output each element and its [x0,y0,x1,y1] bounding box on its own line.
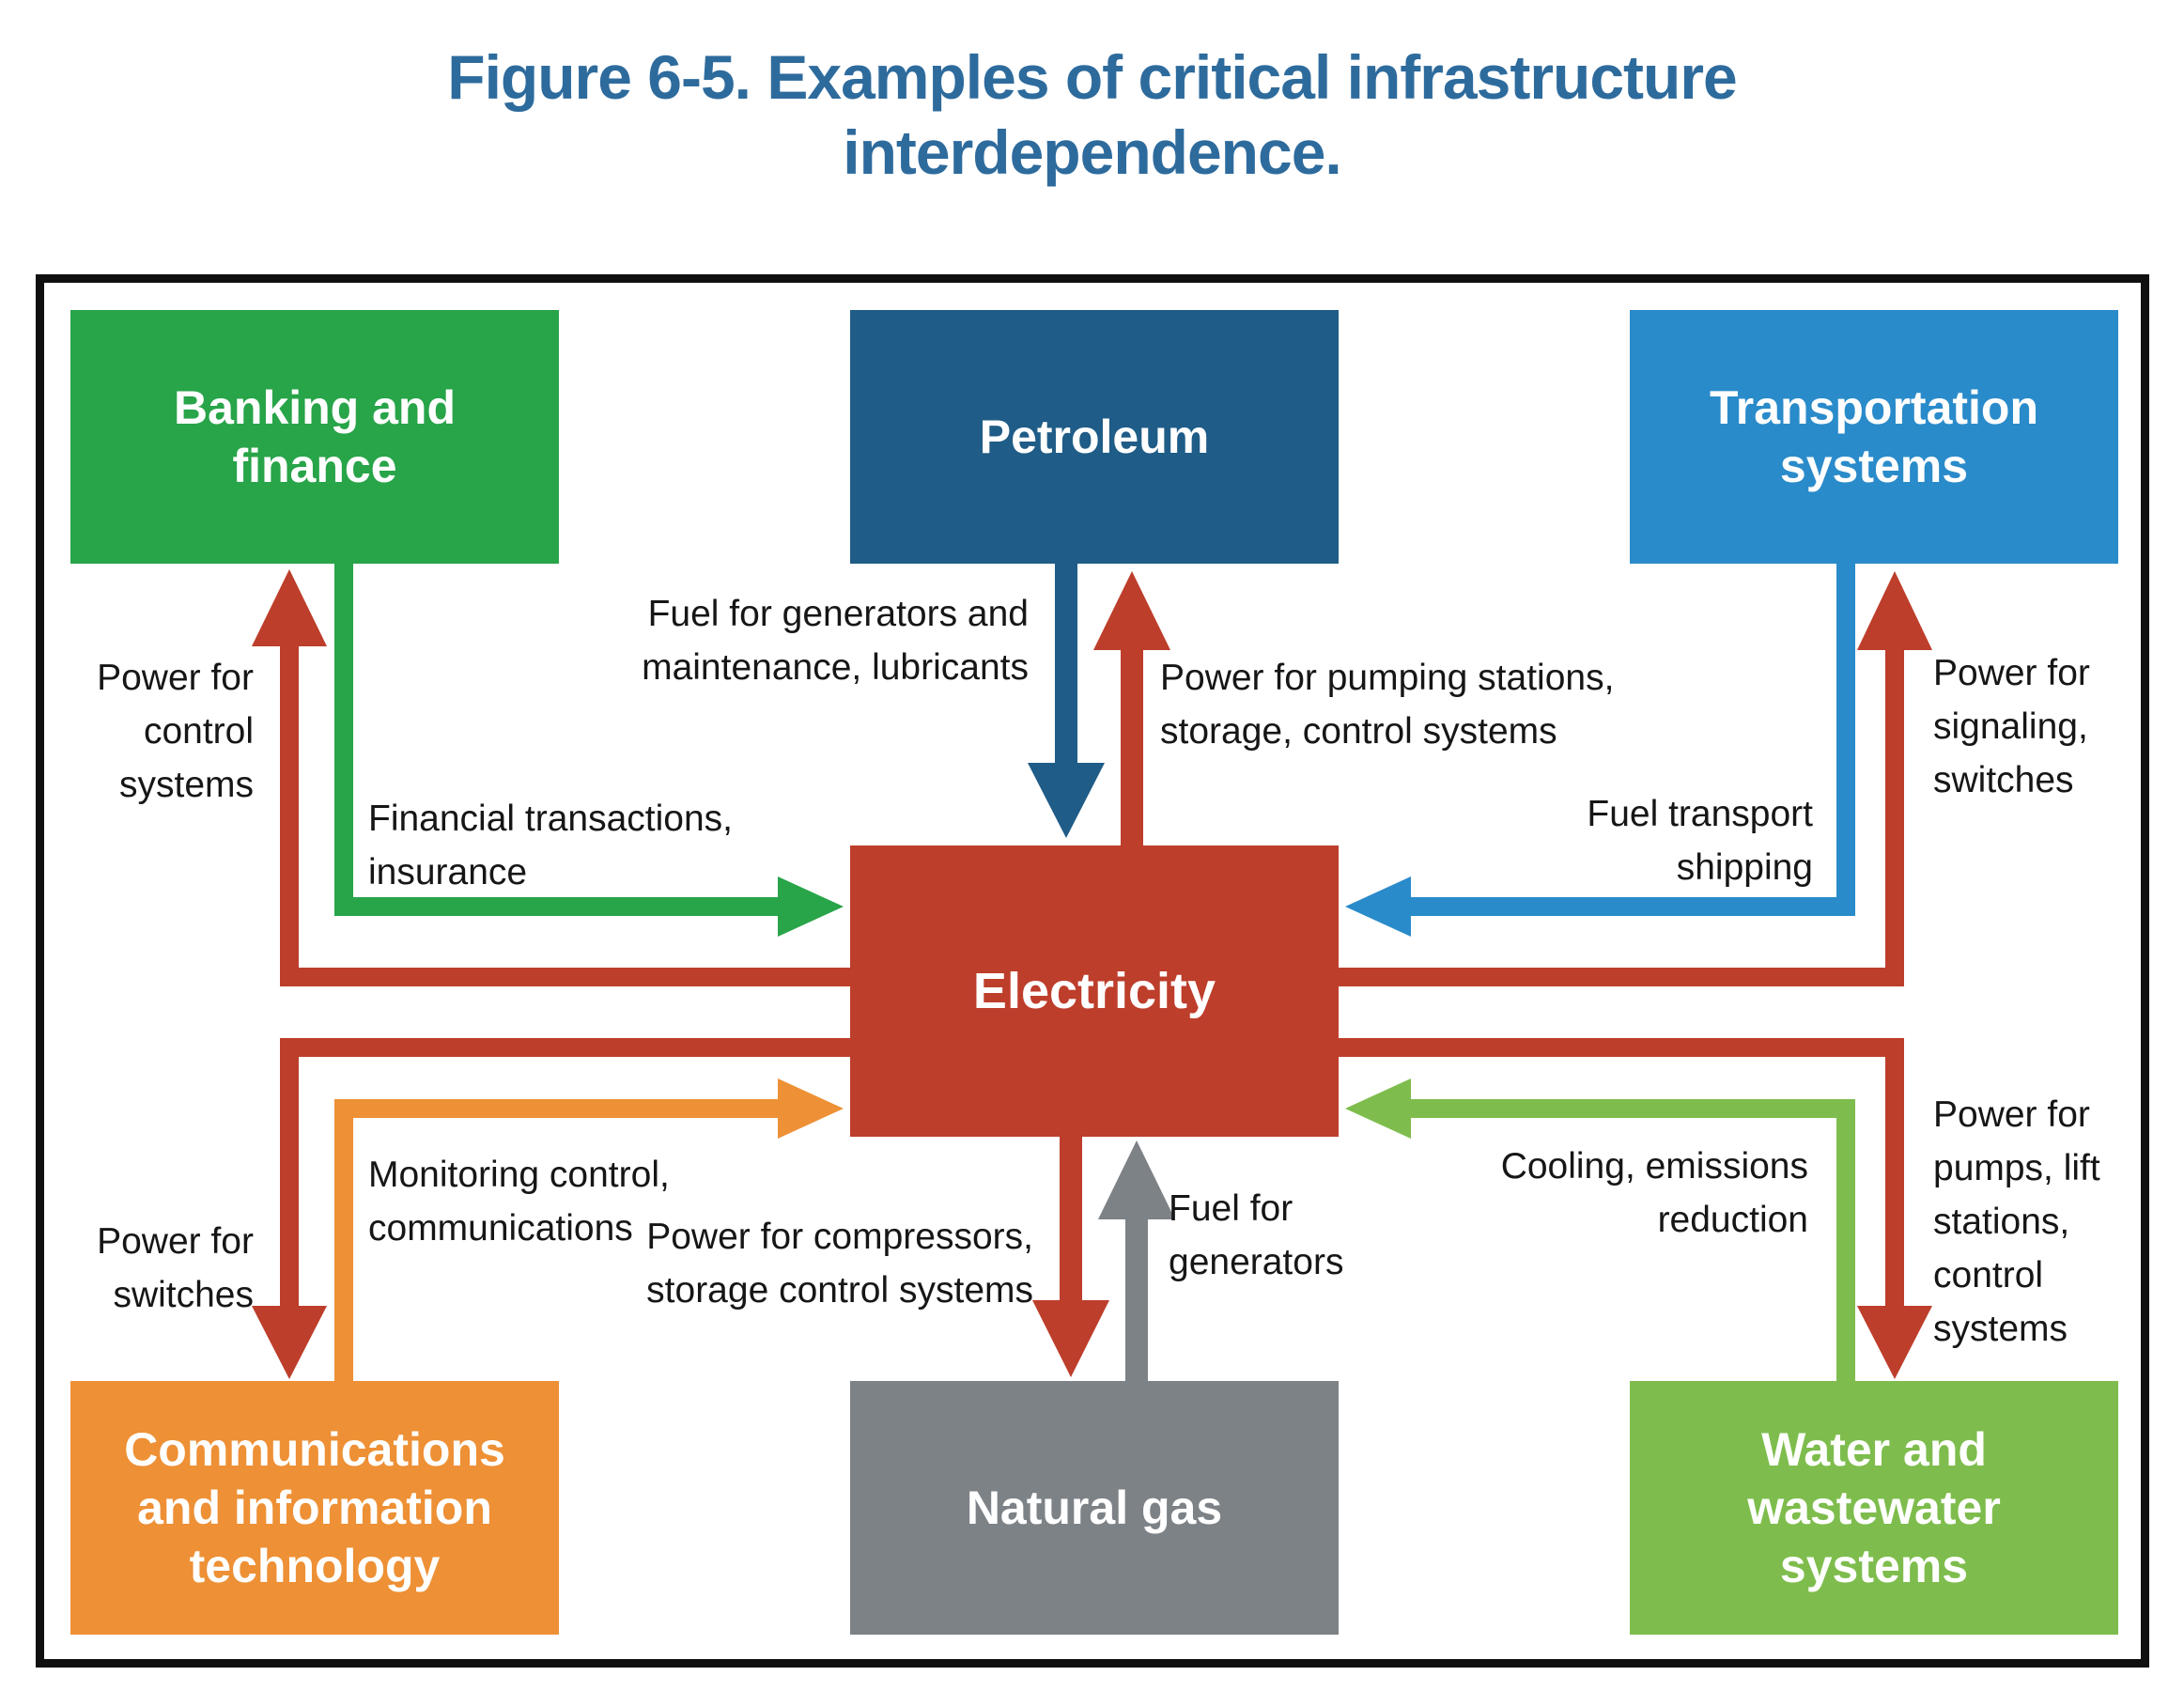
edge-label-fuel-transport-shipping: Fuel transport shipping [1587,794,1813,888]
node-communications-label: Communications and information technolog… [124,1423,505,1592]
node-natural-gas-label: Natural gas [966,1482,1223,1534]
edge-label-monitoring-control-communications: Monitoring control, communications [368,1155,670,1249]
node-transportation-systems: Transportation systems [1630,310,2118,564]
arrow-electricity-to-natural-gas [1032,1137,1109,1377]
edge-label-power-for-pumping-stations: Power for pumping stations, storage, con… [1160,658,1615,752]
node-petroleum-label: Petroleum [979,411,1210,463]
figure-title: Figure 6-5. Examples of critical infrast… [447,42,1737,187]
node-communications-and-it: Communications and information technolog… [70,1381,559,1635]
edge-label-power-for-switches: Power for switches [97,1221,254,1315]
arrow-natural-gas-to-electricity [1098,1140,1175,1381]
arrow-electricity-to-communications [252,1038,850,1379]
node-petroleum: Petroleum [850,310,1339,564]
edge-label-financial-transactions: Financial transactions, insurance [368,799,734,892]
arrow-banking-to-electricity [334,564,844,937]
node-banking-label: Banking and finance [173,381,457,492]
node-electricity: Electricity [850,846,1339,1137]
arrow-water-to-electricity [1345,1078,1855,1381]
arrow-transportation-to-electricity [1345,564,1855,937]
node-water-label: Water and wastewater systems [1747,1423,2001,1592]
edge-label-fuel-for-generators-maintenance: Fuel for generators and maintenance, lub… [642,594,1029,688]
arrow-communications-to-electricity [334,1078,844,1381]
arrow-electricity-to-petroleum [1093,571,1170,846]
node-transportation-label: Transportation systems [1709,381,2039,492]
edge-label-power-for-compressors: Power for compressors, storage control s… [646,1217,1033,1311]
node-banking-and-finance: Banking and finance [70,310,559,564]
node-natural-gas: Natural gas [850,1381,1339,1635]
edge-label-cooling-emissions-reduction: Cooling, emissions reduction [1500,1146,1808,1240]
edge-label-power-for-signaling-switches: Power for signaling, switches [1933,653,2090,800]
arrow-electricity-to-banking [252,569,850,986]
diagram-frame [36,274,2149,1668]
edge-label-power-for-pumps-lift-stations: Power for pumps, lift stations, control … [1933,1094,2100,1349]
arrow-electricity-to-water [1339,1038,1932,1379]
edge-label-power-for-control-systems: Power for control systems [97,658,254,805]
node-electricity-label: Electricity [972,963,1216,1019]
arrow-petroleum-to-electricity [1028,564,1105,838]
arrow-electricity-to-transportation [1339,571,1932,986]
node-water-and-wastewater: Water and wastewater systems [1630,1381,2118,1635]
edge-label-fuel-for-generators: Fuel for generators [1169,1188,1344,1282]
